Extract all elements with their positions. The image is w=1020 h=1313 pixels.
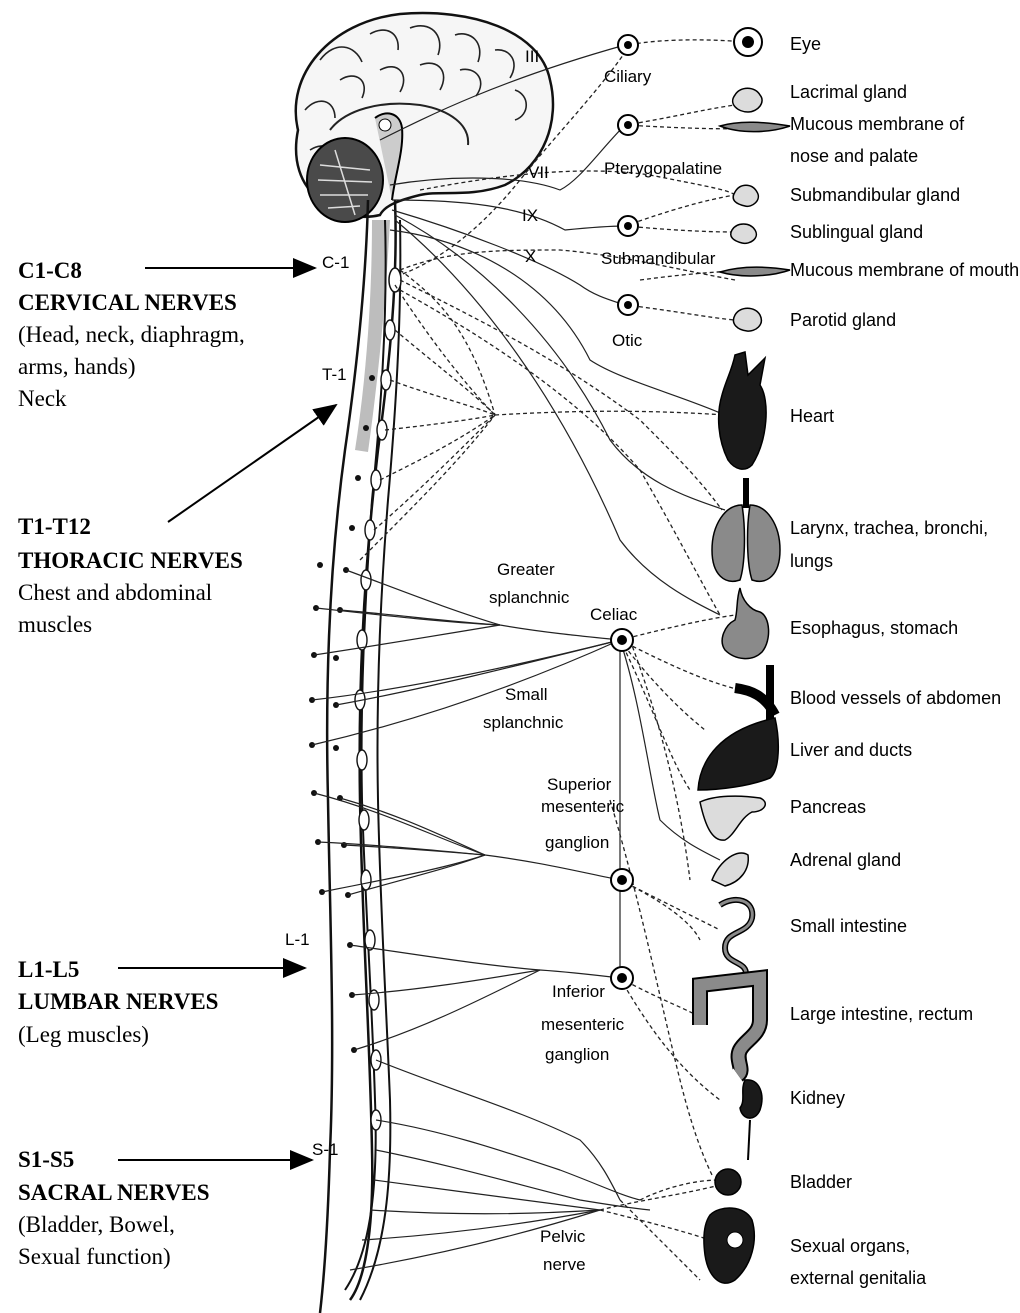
organ-lacrimal-gland: Lacrimal gland — [790, 82, 907, 102]
organ-kidney: Kidney — [790, 1088, 845, 1108]
region-name: SACRAL NERVES — [18, 1180, 210, 1205]
organ-esophagus-stomach: Esophagus, stomach — [790, 618, 958, 638]
brain-illustration — [296, 13, 553, 222]
organ-lungs-1: Larynx, trachea, bronchi, — [790, 518, 988, 538]
organ-pancreas: Pancreas — [790, 797, 866, 817]
ganglion-superior-mesenteric-3: ganglion — [545, 833, 609, 852]
ganglion-markers — [611, 35, 638, 989]
kidney-icon — [740, 1080, 762, 1160]
organ-labels: Eye Lacrimal gland Mucous membrane of no… — [790, 34, 1019, 1288]
level-s1: S-1 — [312, 1140, 338, 1159]
organ-parotid-gland: Parotid gland — [790, 310, 896, 330]
region-code: C1-C8 — [18, 258, 82, 283]
blood-vessels-icon — [735, 665, 775, 720]
small-splanchnic-1: Small — [505, 685, 548, 704]
organ-sublingual-gland: Sublingual gland — [790, 222, 923, 242]
lumbar-region-label: L1-L5 LUMBAR NERVES (Leg muscles) — [18, 957, 218, 1047]
large-intestine-icon — [700, 978, 760, 1075]
organ-mucous-mouth: Mucous membrane of mouth — [790, 260, 1019, 280]
region-desc: (Head, neck, diaphragm, — [18, 322, 245, 347]
sexual-organs-icon — [704, 1208, 754, 1283]
level-t1: T-1 — [322, 365, 347, 384]
bladder-icon — [715, 1169, 741, 1195]
organ-sexual-organs-1: Sexual organs, — [790, 1236, 910, 1256]
organ-blood-vessels: Blood vessels of abdomen — [790, 688, 1001, 708]
organ-adrenal-gland: Adrenal gland — [790, 850, 901, 870]
level-c1: C-1 — [322, 253, 349, 272]
organ-mucous-nose-1: Mucous membrane of — [790, 114, 965, 134]
ganglion-inferior-mesenteric-3: ganglion — [545, 1045, 609, 1064]
lacrimal-gland-icon — [733, 88, 762, 112]
organ-mucous-nose-2: nose and palate — [790, 146, 918, 166]
stomach-icon — [722, 588, 768, 659]
organ-lungs-2: lungs — [790, 551, 833, 571]
cranial-nerve-vii: VII — [528, 163, 549, 182]
ganglion-celiac: Celiac — [590, 605, 638, 624]
level-l1: L-1 — [285, 930, 310, 949]
greater-splanchnic-2: splanchnic — [489, 588, 570, 607]
heart-icon — [719, 352, 766, 469]
organ-small-intestine: Small intestine — [790, 916, 907, 936]
mucous-membrane-nose-icon — [720, 122, 790, 131]
adrenal-gland-icon — [712, 853, 748, 886]
cranial-nerve-x: X — [525, 247, 536, 266]
region-arrows — [118, 268, 336, 1160]
lungs-icon — [712, 478, 780, 581]
eye-icon — [734, 28, 762, 56]
small-splanchnic-2: splanchnic — [483, 713, 564, 732]
region-desc: (Leg muscles) — [18, 1022, 149, 1047]
liver-icon — [698, 718, 778, 790]
thoracic-region-label: T1-T12 THORACIC NERVES Chest and abdomin… — [18, 514, 243, 637]
ganglion-pterygopalatine: Pterygopalatine — [604, 159, 722, 178]
organ-bladder: Bladder — [790, 1172, 852, 1192]
ganglion-otic: Otic — [612, 331, 643, 350]
region-name: LUMBAR NERVES — [18, 989, 218, 1014]
parotid-gland-icon — [733, 308, 761, 331]
nerve-labels: Greater splanchnic Small splanchnic Pelv… — [483, 560, 586, 1274]
pancreas-icon — [700, 796, 765, 840]
cervical-region-label: C1-C8 CERVICAL NERVES (Head, neck, diaph… — [18, 258, 245, 411]
organ-submandibular-gland: Submandibular gland — [790, 185, 960, 205]
ganglion-inferior-mesenteric-1: Inferior — [552, 982, 605, 1001]
region-desc: Neck — [18, 386, 67, 411]
mucous-membrane-mouth-icon — [720, 267, 790, 276]
ganglion-superior-mesenteric-2: mesenteric — [541, 797, 625, 816]
organ-liver: Liver and ducts — [790, 740, 912, 760]
submandibular-gland-icon — [733, 185, 758, 206]
cranial-nerve-iii: III — [525, 47, 539, 66]
ganglion-superior-mesenteric-1: Superior — [547, 775, 612, 794]
sublingual-gland-icon — [731, 224, 757, 243]
region-desc: arms, hands) — [18, 354, 136, 379]
region-code: S1-S5 — [18, 1147, 74, 1172]
region-desc: muscles — [18, 612, 92, 637]
region-desc: Chest and abdominal — [18, 580, 212, 605]
region-name: THORACIC NERVES — [18, 548, 243, 573]
cranial-nerve-ix: IX — [522, 206, 538, 225]
spinal-level-labels: C-1 T-1 L-1 S-1 — [285, 253, 349, 1159]
greater-splanchnic-1: Greater — [497, 560, 555, 579]
pelvic-nerve-1: Pelvic — [540, 1227, 586, 1246]
pelvic-nerve-2: nerve — [543, 1255, 586, 1274]
organ-heart: Heart — [790, 406, 834, 426]
organ-eye: Eye — [790, 34, 821, 54]
region-code: T1-T12 — [18, 514, 91, 539]
region-desc: Sexual function) — [18, 1244, 171, 1269]
region-desc: (Bladder, Bowel, — [18, 1212, 175, 1237]
organ-sexual-organs-2: external genitalia — [790, 1268, 927, 1288]
sacral-region-label: S1-S5 SACRAL NERVES (Bladder, Bowel, Sex… — [18, 1147, 210, 1269]
ganglion-inferior-mesenteric-2: mesenteric — [541, 1015, 625, 1034]
organ-large-intestine: Large intestine, rectum — [790, 1004, 973, 1024]
ganglion-submandibular: Submandibular — [601, 249, 716, 268]
region-name: CERVICAL NERVES — [18, 290, 237, 315]
region-code: L1-L5 — [18, 957, 79, 982]
ganglion-ciliary: Ciliary — [604, 67, 652, 86]
